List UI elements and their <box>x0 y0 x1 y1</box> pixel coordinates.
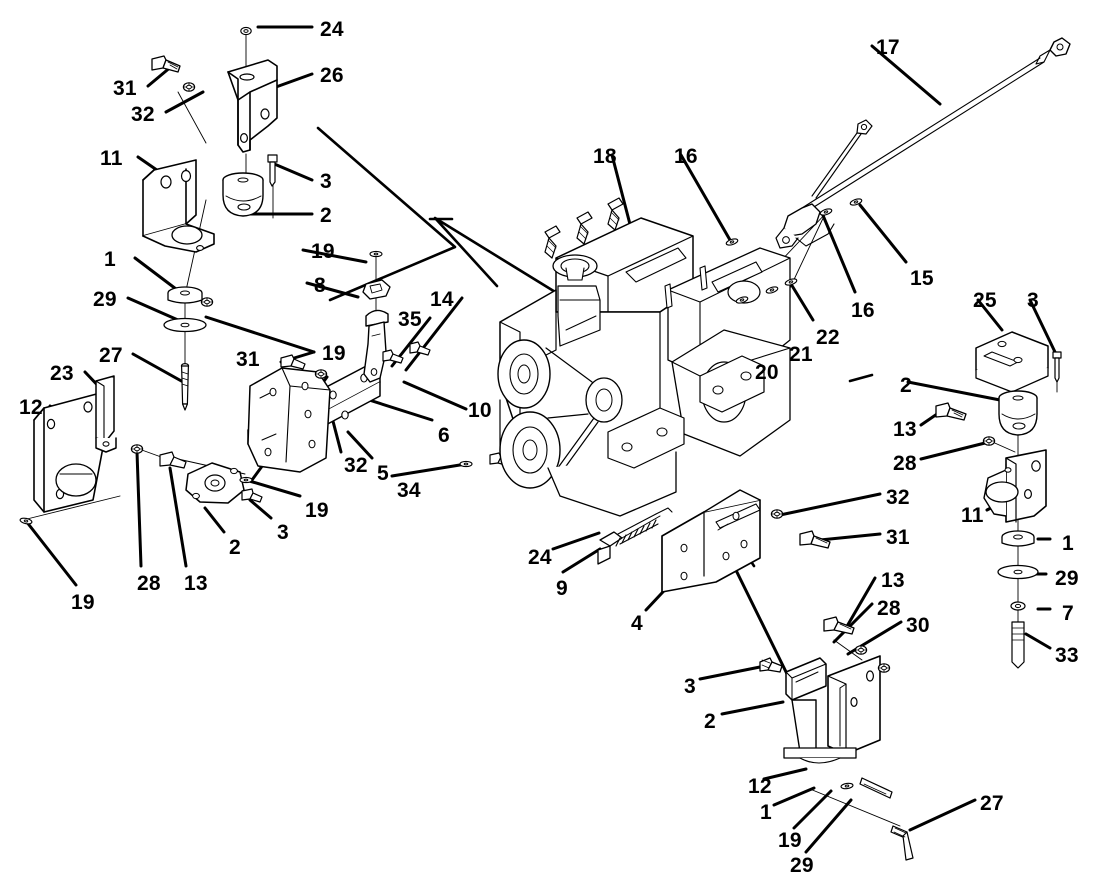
callout-label-2c: 2 <box>900 374 912 397</box>
callout-label-32b: 32 <box>344 454 368 477</box>
callout-label-3: 3 <box>320 170 332 193</box>
callout-label-31: 31 <box>113 77 137 100</box>
callout-label-31b: 31 <box>236 348 260 371</box>
callout-label-19b: 19 <box>322 342 346 365</box>
callout-label-24: 24 <box>320 18 344 41</box>
callout-label-29b: 29 <box>1055 567 1079 590</box>
callout-label-27: 27 <box>99 344 123 367</box>
callout-label-11: 11 <box>100 147 123 170</box>
callout-label-19d: 19 <box>71 591 95 614</box>
callout-label-17: 17 <box>876 36 900 59</box>
callout-label-12b: 12 <box>748 775 772 798</box>
callout-label-1: 1 <box>104 248 116 271</box>
callout-label-10: 10 <box>468 399 492 422</box>
callout-label-16b: 16 <box>851 299 875 322</box>
callout-label-26: 26 <box>320 64 344 87</box>
callout-label-20: 20 <box>755 361 779 384</box>
callout-label-28: 28 <box>137 572 161 595</box>
callout-label-3b: 3 <box>277 521 289 544</box>
callout-label-5: 5 <box>377 462 389 485</box>
callout-label-8: 8 <box>314 274 326 297</box>
callout-label-24b: 24 <box>528 546 552 569</box>
callout-label-13: 13 <box>184 572 208 595</box>
callout-label-15: 15 <box>910 267 934 290</box>
callout-label-2b: 2 <box>229 536 241 559</box>
callout-label-23: 23 <box>50 362 74 385</box>
callout-label-6: 6 <box>438 424 450 447</box>
callout-label-18: 18 <box>593 145 617 168</box>
callout-label-1b: 1 <box>1062 532 1074 555</box>
callout-label-31c: 31 <box>886 526 910 549</box>
callout-label-28b: 28 <box>893 452 917 475</box>
callout-label-3c: 3 <box>1027 289 1039 312</box>
callout-label-9: 9 <box>556 577 568 600</box>
callout-label-19: 19 <box>311 240 335 263</box>
callout-label-22: 22 <box>816 326 840 349</box>
callout-label-29c: 29 <box>790 854 814 877</box>
callout-label-14: 14 <box>430 288 454 311</box>
callout-label-28c: 28 <box>877 597 901 620</box>
callout-label-16: 16 <box>674 145 698 168</box>
callout-label-2d: 2 <box>704 710 716 733</box>
callout-label-27b: 27 <box>980 792 1004 815</box>
callout-label-25: 25 <box>973 289 997 312</box>
callout-label-1c: 1 <box>760 801 772 824</box>
callout-label-19c: 19 <box>305 499 329 522</box>
callout-label-33: 33 <box>1055 644 1079 667</box>
callout-label-29: 29 <box>93 288 117 311</box>
callout-label-19e: 19 <box>778 829 802 852</box>
callout-label-32: 32 <box>131 103 155 126</box>
callout-label-35: 35 <box>398 308 422 331</box>
callout-label-7: 7 <box>1062 602 1074 625</box>
callout-label-13c: 13 <box>881 569 905 592</box>
callout-label-13b: 13 <box>893 418 917 441</box>
callout-label-21: 21 <box>789 343 813 366</box>
callout-label-32c: 32 <box>886 486 910 509</box>
callout-label-3d: 3 <box>684 675 696 698</box>
callout-label-30: 30 <box>906 614 930 637</box>
callout-label-34: 34 <box>397 479 421 502</box>
callout-label-12: 12 <box>19 396 43 419</box>
callout-label-11b: 11 <box>961 504 984 527</box>
callout-label-2: 2 <box>320 204 332 227</box>
callout-label-4: 4 <box>631 612 643 635</box>
